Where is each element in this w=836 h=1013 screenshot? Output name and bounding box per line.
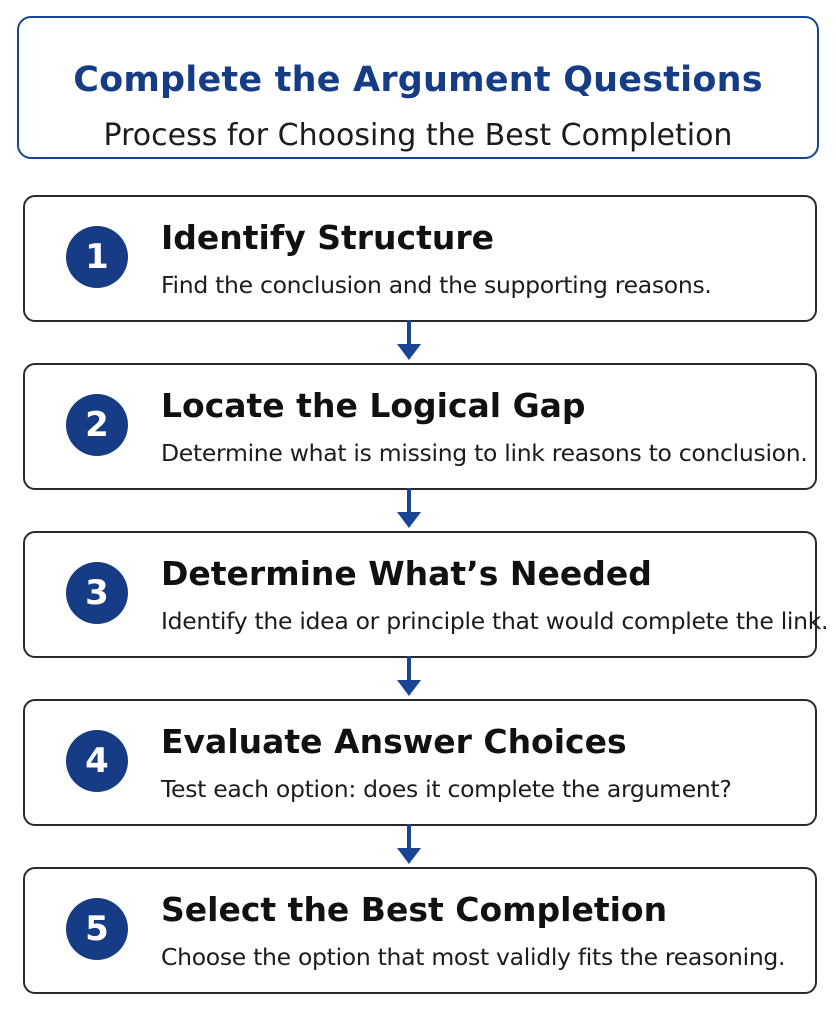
diagram-subtitle: Process for Choosing the Best Completion (103, 118, 733, 153)
step-description: Test each option: does it complete the a… (161, 775, 732, 803)
step-title: Identify Structure (161, 218, 495, 257)
step-card-3: 3 Determine What’s Needed Identify the i… (23, 531, 829, 658)
step-title: Evaluate Answer Choices (161, 722, 627, 761)
step-number-badge: 3 (66, 562, 128, 624)
step-number-badge: 2 (66, 394, 128, 456)
step-description: Determine what is missing to link reason… (161, 439, 808, 467)
diagram-title: Complete the Argument Questions (73, 60, 763, 100)
step-title: Determine What’s Needed (161, 554, 652, 593)
step-title: Select the Best Completion (161, 890, 668, 929)
step-number-badge: 1 (66, 226, 128, 288)
step-card-4: 4 Evaluate Answer Choices Test each opti… (23, 699, 817, 826)
step-title: Locate the Logical Gap (161, 386, 586, 425)
down-arrow-icon (397, 320, 421, 360)
step-card-1: 1 Identify Structure Find the conclusion… (23, 195, 817, 322)
step-number-badge: 5 (66, 898, 128, 960)
step-number-badge: 4 (66, 730, 128, 792)
step-card-5: 5 Select the Best Completion Choose the … (23, 867, 817, 994)
step-description: Identify the idea or principle that woul… (161, 607, 829, 635)
step-description: Find the conclusion and the supporting r… (161, 271, 712, 299)
down-arrow-icon (397, 488, 421, 528)
down-arrow-icon (397, 656, 421, 696)
down-arrow-icon (397, 824, 421, 864)
header-box: Complete the Argument Questions Process … (17, 16, 819, 159)
step-description: Choose the option that most validly fits… (161, 943, 786, 971)
step-card-2: 2 Locate the Logical Gap Determine what … (23, 363, 817, 490)
